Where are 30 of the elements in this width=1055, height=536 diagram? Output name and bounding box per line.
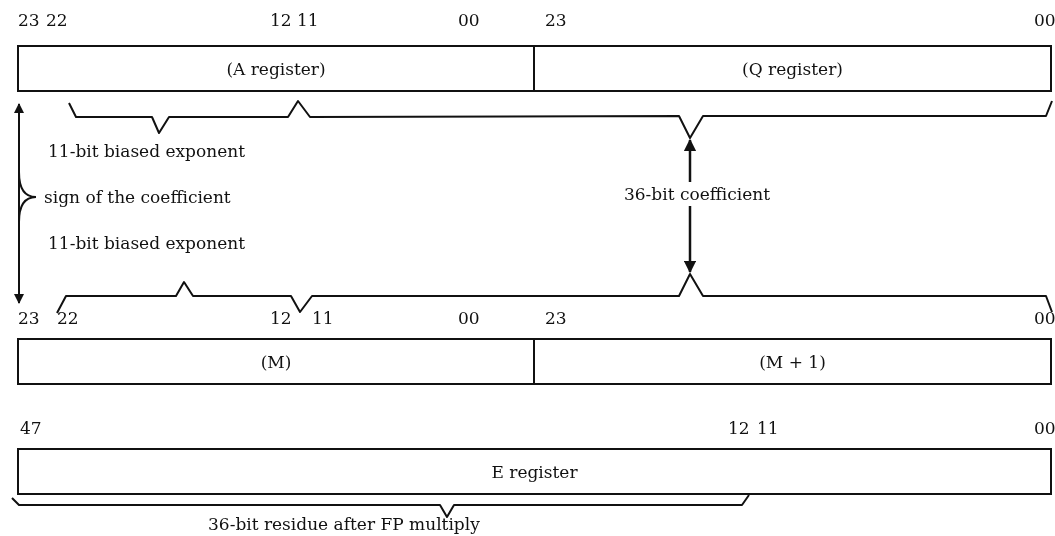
- bit-number: 23: [18, 307, 40, 329]
- bit-number: 00: [458, 9, 480, 31]
- arrow: [683, 138, 697, 182]
- register-box: (M): [17, 338, 535, 385]
- bit-number: 12: [270, 307, 292, 329]
- bit-number: 00: [1034, 417, 1055, 439]
- field-label: 11-bit biased exponent: [48, 232, 245, 254]
- bit-number: 22: [46, 9, 68, 31]
- field-label: 11-bit biased exponent: [48, 140, 245, 162]
- bit-number: 12: [270, 9, 292, 31]
- bit-number: 00: [1034, 9, 1055, 31]
- bit-number: 11: [312, 307, 334, 329]
- bit-number: 23: [18, 9, 40, 31]
- bit-number: 11: [757, 417, 779, 439]
- register-box: E register: [17, 448, 1052, 495]
- field-label: 36-bit residue after FP multiply: [208, 513, 480, 535]
- bit-number: 23: [545, 9, 567, 31]
- bit-number: 12: [728, 417, 750, 439]
- field-label: sign of the coefficient: [44, 186, 231, 208]
- bit-number: 00: [1034, 307, 1055, 329]
- register-box: (Q register): [533, 45, 1052, 92]
- bit-number: 22: [57, 307, 79, 329]
- bit-number: 47: [20, 417, 42, 439]
- register-box: (M + 1): [533, 338, 1052, 385]
- curly-brace: [68, 100, 1053, 139]
- bit-number: 23: [545, 307, 567, 329]
- arrow: [683, 206, 697, 274]
- register-box: (A register): [17, 45, 535, 92]
- bit-number: 00: [458, 307, 480, 329]
- bit-number: 11: [297, 9, 319, 31]
